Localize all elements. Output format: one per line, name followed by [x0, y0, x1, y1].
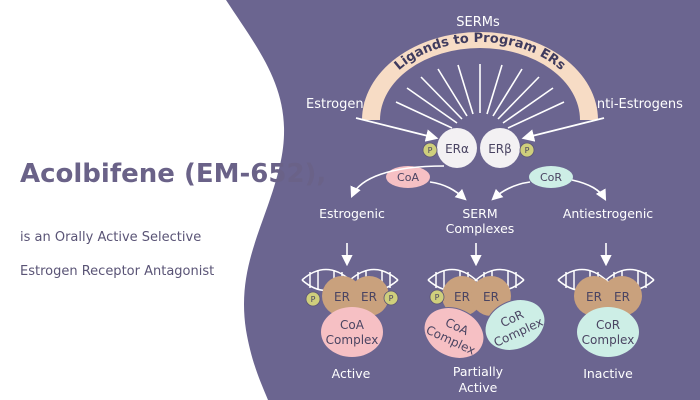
serms-label: SERMs [456, 15, 500, 30]
cor-oval [529, 166, 573, 188]
coa-complex-left-line-1: CoA [340, 318, 365, 332]
coa-complex-left [321, 307, 383, 357]
outcome-partial-line-1: Partially [453, 364, 504, 379]
coa-complex-left-line-2: Complex [326, 333, 379, 347]
outcome-inactive: Inactive [583, 366, 633, 381]
arrow-to-estrogenic [350, 165, 445, 199]
er-left-2-label: ER [361, 290, 377, 304]
arrow-to-antiestrogenic [571, 179, 607, 201]
outcome-active: Active [332, 366, 371, 381]
serm-label-line-1: SERM [462, 206, 497, 221]
coa-label: CoA [397, 171, 419, 184]
phospho-active-left-label: P [311, 295, 316, 304]
antiestrogenic-label: Antiestrogenic [563, 206, 653, 221]
anti-estrogens-arrow [521, 117, 605, 142]
er-beta-receptor [480, 128, 520, 168]
er-right-1-label: ER [586, 290, 602, 304]
cor-complex-right [577, 307, 639, 357]
phospho-active-left-icon [305, 291, 321, 307]
estrogens-label: Estrogens [306, 97, 371, 112]
er-left-2 [349, 276, 389, 316]
er-middle-1 [442, 276, 482, 316]
er-alpha-label: ERα [445, 142, 469, 156]
ligand-rays [395, 64, 565, 129]
subtitle-line-1: is an Orally Active Selective [20, 230, 201, 245]
phospho-right-icon [519, 142, 535, 158]
er-right-1 [574, 276, 614, 316]
er-right-2-label: ER [614, 290, 630, 304]
estrogenic-label: Estrogenic [319, 206, 385, 221]
anti-estrogens-label: Anti-Estrogens [588, 97, 683, 112]
phospho-active-right-icon [383, 290, 399, 306]
er-right-2 [602, 276, 642, 316]
cor-complex-right-line-1: CoR [596, 318, 620, 332]
cor-label: CoR [540, 171, 562, 184]
cor-complex-right-line-2: Complex [582, 333, 635, 347]
phospho-left-label: P [428, 146, 433, 155]
er-middle-2-label: ER [483, 290, 499, 304]
phospho-right-label: P [525, 146, 530, 155]
outcome-partial-line-2: Active [459, 380, 498, 395]
er-left-1-label: ER [334, 290, 350, 304]
er-alpha-receptor [437, 128, 477, 168]
subtitle-line-2: Estrogen Receptor Antagonist [20, 264, 214, 279]
coa-oval [386, 166, 430, 188]
phospho-partial-label: P [435, 293, 440, 302]
page-title: Acolbifene (EM-652), [20, 159, 326, 189]
serm-label-line-2: Complexes [446, 221, 515, 236]
phospho-active-right-label: P [389, 294, 394, 303]
arrow-to-serm-left [429, 181, 467, 201]
ligand-arc [362, 32, 598, 120]
phospho-left-icon [422, 142, 438, 158]
er-beta-label: ERβ [488, 142, 512, 156]
phospho-partial-icon [429, 289, 445, 305]
estrogens-arrow [355, 117, 439, 142]
arrow-to-serm-right [491, 181, 531, 201]
er-middle-1-label: ER [454, 290, 470, 304]
